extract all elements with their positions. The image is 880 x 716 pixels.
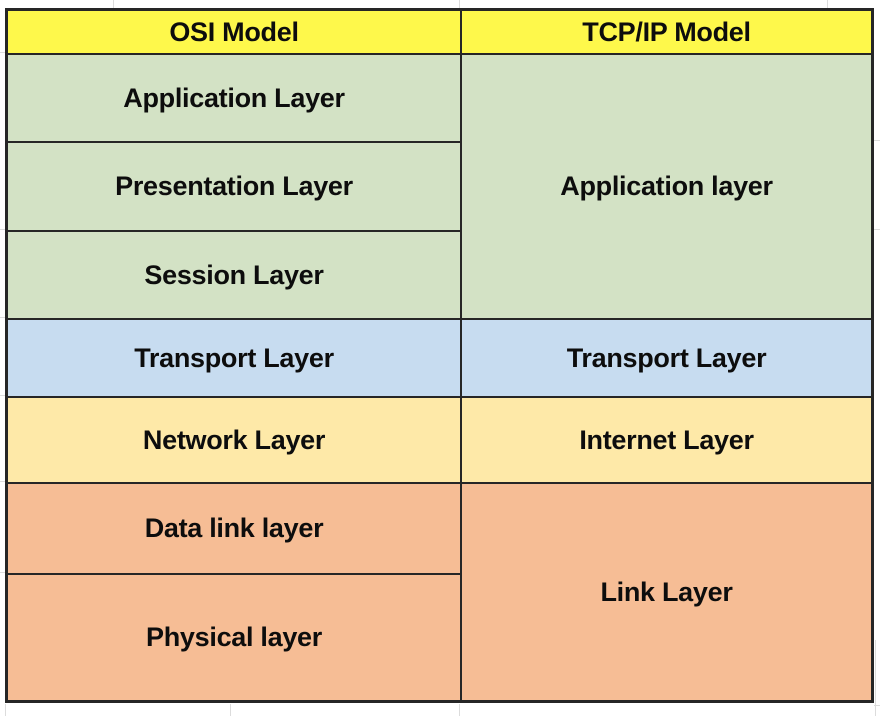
gridline [459, 0, 460, 8]
tcpip-internet-layer-cell: Internet Layer [462, 398, 871, 482]
gridline [874, 705, 880, 706]
osi-application-layer-cell: Application Layer [8, 55, 460, 141]
model-comparison-table: OSI Model TCP/IP Model Application Layer… [5, 8, 874, 703]
osi-transport-layer-cell: Transport Layer [8, 320, 460, 396]
osi-session-layer-cell: Session Layer [8, 232, 460, 318]
gridline [113, 0, 114, 8]
gridline [827, 0, 828, 8]
gridline [875, 640, 876, 716]
gridline [230, 704, 231, 716]
osi-model-header: OSI Model [8, 11, 460, 53]
tcpip-link-layer-cell: Link Layer [462, 484, 871, 700]
osi-data-link-layer-cell: Data link layer [8, 484, 460, 573]
osi-presentation-layer-cell: Presentation Layer [8, 143, 460, 230]
gridline [0, 481, 5, 482]
gridline [0, 229, 5, 230]
gridline [0, 395, 5, 396]
gridline [874, 140, 880, 141]
osi-physical-layer-cell: Physical layer [8, 575, 460, 700]
gridline [0, 572, 5, 573]
gridline [459, 704, 460, 716]
tcpip-model-header: TCP/IP Model [462, 11, 871, 53]
tcpip-transport-layer-cell: Transport Layer [462, 320, 871, 396]
gridline [0, 317, 5, 318]
gridline [5, 704, 6, 716]
osi-network-layer-cell: Network Layer [8, 398, 460, 482]
tcpip-application-layer-cell: Application layer [462, 55, 871, 318]
gridline [0, 52, 5, 53]
gridline [874, 229, 880, 230]
